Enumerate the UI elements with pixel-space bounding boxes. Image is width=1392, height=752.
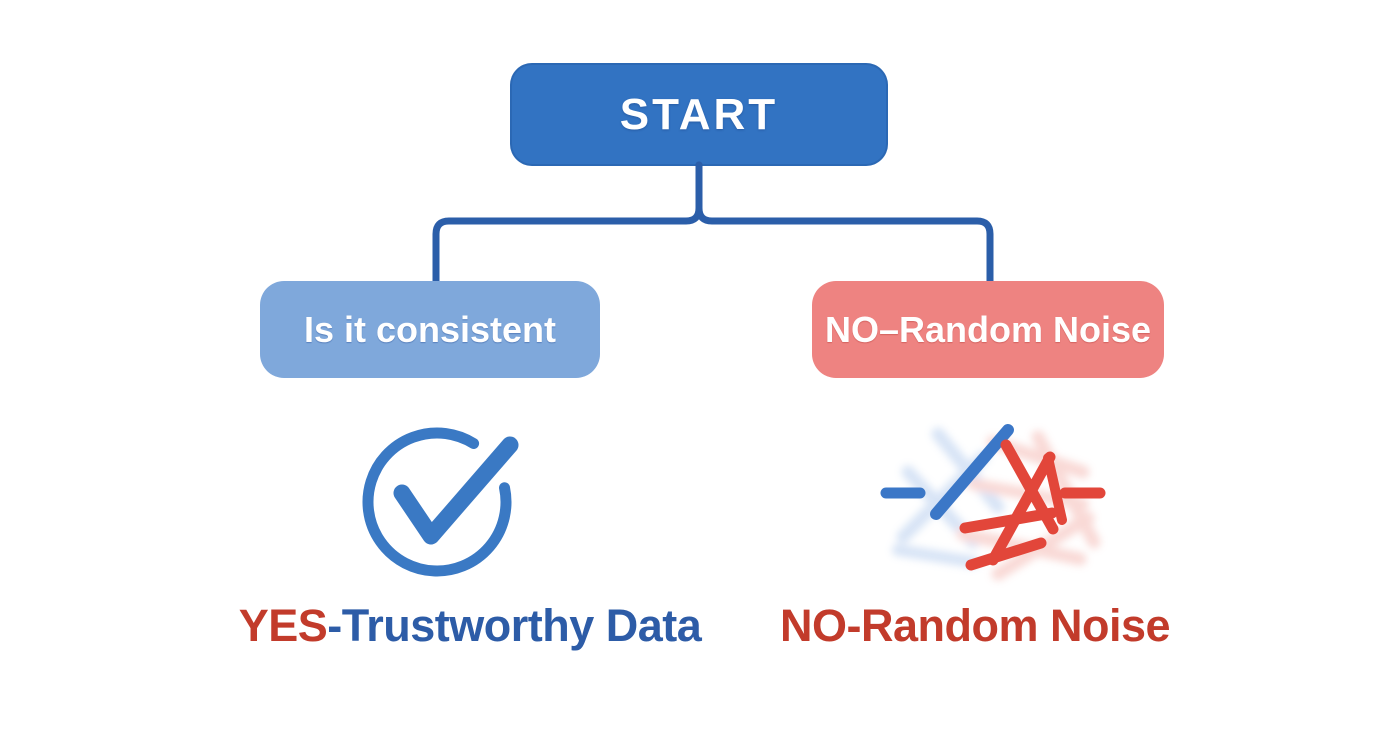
- check-mark: [393, 436, 519, 545]
- connector-left-path: [432, 161, 703, 288]
- left-outcome-prefix: YES: [238, 600, 328, 651]
- check-circle-ring: [362, 427, 512, 577]
- tangle-sharp-strokes: [880, 424, 1106, 571]
- left-branch-label: Is it consistent: [303, 308, 557, 350]
- left-outcome-rest: -Trustworthy Data: [327, 600, 702, 651]
- right-branch-node: NO–Random Noise: [812, 281, 1164, 378]
- blue-diagonal: [930, 424, 1014, 520]
- right-branch-label: NO–Random Noise: [824, 308, 1152, 350]
- right-outcome-label: NO-Random Noise: [779, 600, 1171, 651]
- left-branch-node: Is it consistent: [260, 281, 600, 378]
- left-outcome-label: YES-Trustworthy Data: [180, 600, 760, 652]
- connector-right-path: [695, 161, 994, 288]
- tangled-lines-icon: [880, 424, 1106, 581]
- start-node-label: START: [619, 89, 779, 139]
- start-node: START: [510, 63, 888, 166]
- check-circle-icon: [362, 427, 519, 577]
